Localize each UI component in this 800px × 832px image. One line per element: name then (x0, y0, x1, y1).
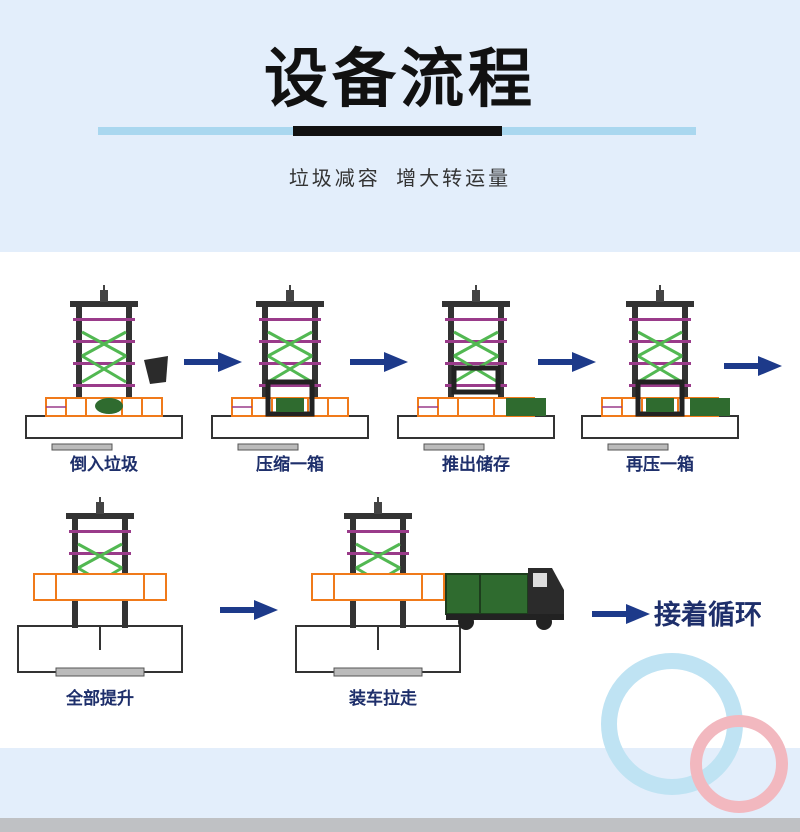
decor-ring-pink (690, 715, 788, 813)
arrow-1 (184, 352, 242, 372)
arrow-6 (592, 604, 650, 624)
arrow-2 (350, 352, 408, 372)
arrow-5 (220, 600, 278, 620)
step-label-6: 装车拉走 (348, 688, 417, 709)
step-label-2: 压缩一箱 (256, 454, 324, 475)
step-label-1: 倒入垃圾 (69, 454, 139, 475)
title-underline-dark (293, 126, 502, 136)
arrow-3 (538, 352, 596, 372)
machine-1 (25, 283, 183, 451)
arrow-4 (724, 356, 782, 376)
page-title: 设备流程 (264, 43, 536, 117)
machine-3 (397, 283, 555, 451)
page-subtitle: 垃圾减容 增大转运量 (288, 166, 512, 190)
machine-2 (211, 283, 369, 451)
machine-5 (17, 495, 183, 677)
machine-4 (581, 283, 739, 451)
step-label-4: 再压一箱 (626, 454, 694, 475)
machine-6 (295, 495, 461, 677)
step-label-5: 全部提升 (65, 688, 134, 709)
bottom-bar (0, 818, 800, 832)
loop-label: 接着循环 (654, 599, 762, 631)
header: 设备流程 垃圾减容 增大转运量 (0, 0, 800, 252)
garbage-truck (445, 568, 564, 630)
step-label-3: 推出储存 (442, 454, 510, 475)
